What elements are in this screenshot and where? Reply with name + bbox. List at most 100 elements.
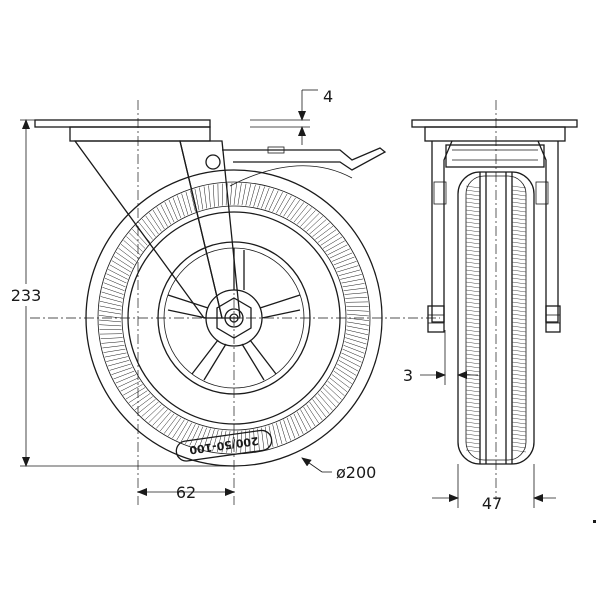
front-tread-line <box>511 397 527 401</box>
height-dimension: 233 <box>4 119 230 467</box>
diameter-dimension: ø200 <box>301 457 376 482</box>
front-tread-line <box>465 321 481 325</box>
front-tread-line <box>511 437 527 441</box>
tread-line <box>300 210 316 227</box>
tread-line <box>156 411 171 429</box>
tread-line <box>345 337 367 345</box>
front-tread-line <box>511 417 527 421</box>
front-tread-line <box>511 205 527 209</box>
side-view: 200/50-100 233 4 62 <box>4 87 440 505</box>
tread-line <box>325 384 342 400</box>
tread-line <box>172 419 185 439</box>
tread-line <box>249 184 256 207</box>
front-tread-line <box>465 361 481 365</box>
corner-mark <box>593 520 596 523</box>
tread-line <box>309 401 323 421</box>
front-tread-line <box>511 281 527 285</box>
tread-line <box>346 313 370 317</box>
tread-line <box>101 291 123 299</box>
tread-line <box>131 393 151 407</box>
tread-line <box>208 185 211 208</box>
tread-line <box>283 419 291 441</box>
tread-line <box>337 265 359 273</box>
tread-line <box>290 202 304 221</box>
tread-line <box>99 300 122 307</box>
tread-line <box>152 409 168 426</box>
front-tread-line <box>511 313 527 317</box>
front-tread-line <box>465 325 481 329</box>
tread-line <box>279 195 292 215</box>
tread-line <box>126 236 143 252</box>
front-tread-line <box>511 321 527 325</box>
tread-line <box>346 317 370 321</box>
tread-line <box>233 182 237 206</box>
front-tread-hatching <box>465 185 527 453</box>
plate-thickness-label: 4 <box>323 87 333 106</box>
front-tread-line <box>511 337 527 341</box>
front-tread-line <box>465 285 481 289</box>
tread-line <box>320 390 336 407</box>
front-tread-line <box>465 349 481 353</box>
front-tread-line <box>511 369 527 373</box>
front-tread-line <box>511 305 527 309</box>
left-axle-nut <box>427 305 445 333</box>
tread-line <box>123 240 141 255</box>
tread-line <box>168 199 178 221</box>
tread-line <box>100 296 123 303</box>
mounting-plate <box>34 119 211 128</box>
front-tread-line <box>511 197 527 201</box>
front-tread-line <box>465 397 481 401</box>
front-tread-line <box>465 269 481 273</box>
tread-line <box>276 422 283 445</box>
tread-line <box>276 193 288 214</box>
front-tread-line <box>511 297 527 301</box>
front-tread-line <box>465 257 481 261</box>
front-tread-line <box>465 213 481 217</box>
tread-line <box>164 201 175 223</box>
tread-line <box>272 424 278 446</box>
tread-line <box>346 309 369 312</box>
front-tread-line <box>511 381 527 385</box>
front-tread-line <box>465 197 481 201</box>
tread-line <box>98 319 122 323</box>
tread-line <box>160 204 172 225</box>
front-tread-line <box>511 309 527 313</box>
tread-line <box>343 345 365 354</box>
front-tread-line <box>511 293 527 297</box>
front-tread-line <box>511 377 527 381</box>
tread-line <box>245 183 252 206</box>
tread-line <box>331 374 350 388</box>
tread-line <box>283 197 296 217</box>
tread-line <box>341 352 362 363</box>
tread-line <box>138 399 156 414</box>
tread-line <box>194 188 200 211</box>
tread-line <box>221 430 227 453</box>
tread-line <box>344 292 367 295</box>
tread-line <box>300 409 312 429</box>
tread-line <box>341 278 364 284</box>
tread-line <box>303 213 320 230</box>
tread-line <box>261 187 270 209</box>
tread-line <box>190 190 196 212</box>
tread-line <box>342 348 364 359</box>
front-tread-line <box>465 293 481 297</box>
front-tread-line <box>465 337 481 341</box>
tread-line <box>317 229 337 243</box>
tread-line <box>343 287 366 291</box>
right-axle-nut <box>545 305 561 333</box>
tread-line <box>207 429 215 451</box>
tread-line <box>104 352 127 358</box>
front-tread-line <box>465 409 481 413</box>
tread-line <box>120 244 139 259</box>
tread-line <box>103 348 126 353</box>
front-tread-line <box>465 417 481 421</box>
tread-line <box>327 244 348 256</box>
front-tread-line <box>511 233 527 237</box>
front-tread-line <box>465 393 481 397</box>
tread-line <box>296 411 308 432</box>
tread-line <box>257 186 265 208</box>
tread-line <box>99 305 122 311</box>
tread-line <box>346 329 369 336</box>
tread-line <box>290 415 300 437</box>
tread-line <box>152 209 165 230</box>
